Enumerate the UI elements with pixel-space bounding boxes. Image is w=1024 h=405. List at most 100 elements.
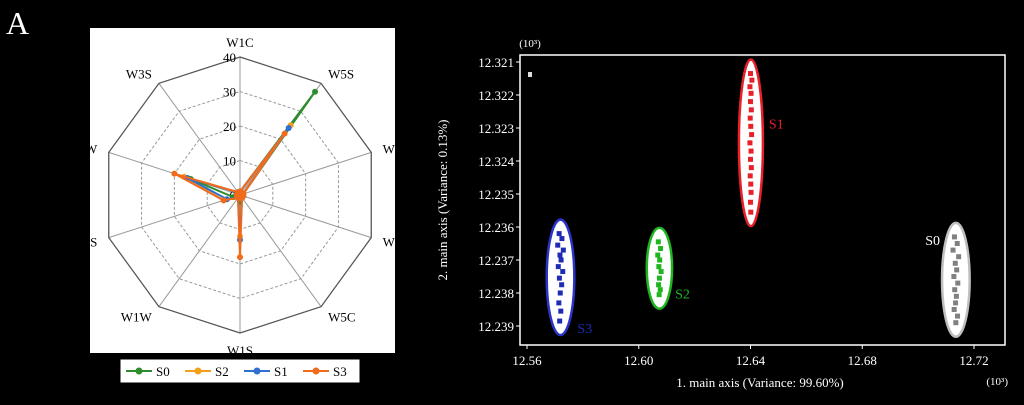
cluster-label-s1: S1	[769, 118, 784, 133]
scatter-point	[658, 269, 664, 275]
cluster-label-s3: S3	[577, 322, 592, 337]
legend-entry-s1: S1	[274, 364, 288, 379]
radar-axis-label-w3s: W3S	[126, 67, 152, 82]
y-tick-label: 12.235	[478, 187, 514, 202]
radar-axis-label-w2s: W2S	[71, 234, 97, 249]
scatter-point	[560, 247, 566, 253]
radar-series-point	[171, 170, 178, 177]
scatter-point	[555, 264, 561, 270]
scatter-point	[951, 234, 957, 240]
scatter-point	[747, 115, 753, 121]
scatter-point	[748, 123, 754, 129]
scatter-cluster-s2: S2	[645, 226, 690, 310]
radar-series-point	[312, 88, 319, 95]
scatter-point	[656, 264, 662, 270]
y-tick-label: 12.236	[478, 220, 514, 235]
scatter-point	[658, 245, 664, 251]
scatter-point	[656, 282, 662, 288]
scatter-point	[950, 247, 956, 253]
scatter-point	[557, 290, 563, 296]
scatter-point	[747, 173, 753, 179]
radar-grid-ring-20	[173, 125, 307, 265]
legend-entry-s2: S2	[215, 364, 229, 379]
scatter-point	[656, 292, 662, 298]
radar-series-point	[281, 130, 288, 137]
y-tick-label: 12.323	[478, 121, 514, 136]
radar-tick-label: 30	[223, 85, 236, 100]
radar-tick-label: 10	[223, 154, 236, 169]
scatter-point	[555, 242, 561, 248]
scatter-point	[557, 318, 563, 324]
cluster-ellipse	[940, 221, 971, 338]
scatter-point	[953, 320, 959, 326]
scatter-point	[656, 275, 662, 281]
scatter-point	[953, 300, 959, 306]
legend-swatch-marker	[312, 367, 320, 375]
scatter-point	[748, 156, 753, 162]
scatter-point	[951, 307, 957, 312]
radar-axis-label-w1c: W1C	[226, 35, 253, 50]
scatter-point	[747, 84, 753, 90]
scatter-point	[955, 280, 961, 286]
y-tick-label: 12.324	[478, 154, 514, 169]
scatter-point	[952, 287, 958, 293]
radar-series-point	[220, 197, 227, 204]
radar-spoke-w6s	[239, 194, 372, 239]
scatter-point	[747, 140, 753, 146]
radar-axis-label-w1w: W1W	[121, 309, 153, 324]
scatter-point	[657, 287, 663, 293]
scatter-point	[556, 231, 562, 237]
pca-scatter-chart: (10³)(10³)12.32112.32212.32312.32412.235…	[435, 38, 1008, 390]
scatter-point	[954, 267, 960, 273]
scatter-outlier-point	[528, 72, 532, 77]
legend-swatch-marker	[135, 367, 143, 375]
x-axis-title: 1. main axis (Variance: 99.60%)	[676, 375, 844, 390]
radar-chart: 010203040W1CW5SW3CW6SW5CW1SW1WW2SW2WW3SS…	[66, 28, 410, 384]
scatter-point	[748, 107, 754, 113]
radar-axis-label-w5c: W5C	[328, 309, 355, 324]
radar-series-point	[285, 125, 292, 132]
scatter-point	[558, 257, 564, 263]
scatter-point	[748, 181, 754, 187]
x-tick-label: 12.60	[624, 353, 653, 368]
radar-tick-label: 20	[223, 119, 236, 134]
y-tick-label: 12.237	[478, 253, 514, 268]
radar-grid-ring-30	[141, 90, 339, 300]
scatter-point	[748, 165, 754, 171]
scatter-point	[748, 71, 753, 77]
scatter-point	[748, 199, 753, 205]
scatter-point	[657, 257, 663, 263]
scatter-point	[955, 313, 961, 319]
radar-series-point	[237, 254, 243, 261]
legend-entry-s0: S0	[156, 364, 170, 379]
x-tick-label: 12.72	[959, 353, 988, 368]
scatter-point	[559, 236, 565, 242]
scatter-point	[748, 209, 754, 215]
radar-spoke-w1w	[158, 194, 241, 307]
scatter-point	[748, 148, 754, 154]
scatter-point	[560, 269, 566, 275]
scatter-point	[951, 274, 957, 279]
scatter-point	[748, 90, 754, 96]
radar-axis-label-w3c: W3C	[383, 142, 410, 157]
cluster-label-s0: S0	[925, 234, 940, 249]
scatter-plot-area	[519, 54, 1006, 346]
scatter-point	[655, 239, 661, 245]
legend-swatch-marker	[194, 367, 202, 375]
y-tick-label: 12.238	[478, 286, 514, 301]
radar-tick-label: 40	[223, 50, 236, 65]
scatter-cluster-s1: S1	[737, 58, 784, 228]
radar-axis-label-w5s: W5S	[328, 67, 354, 82]
scatter-point	[655, 252, 661, 258]
y-multiplier-label: (10³)	[519, 38, 541, 50]
scatter-cluster-s3: S3	[545, 218, 592, 337]
radar-outer-ring	[108, 56, 372, 334]
x-tick-label: 12.56	[512, 353, 542, 368]
y-tick-label: 12.322	[478, 88, 514, 103]
scatter-cluster-s0: S0	[925, 221, 971, 338]
x-tick-label: 12.68	[848, 353, 877, 368]
radar-spoke-w5c	[239, 194, 322, 307]
